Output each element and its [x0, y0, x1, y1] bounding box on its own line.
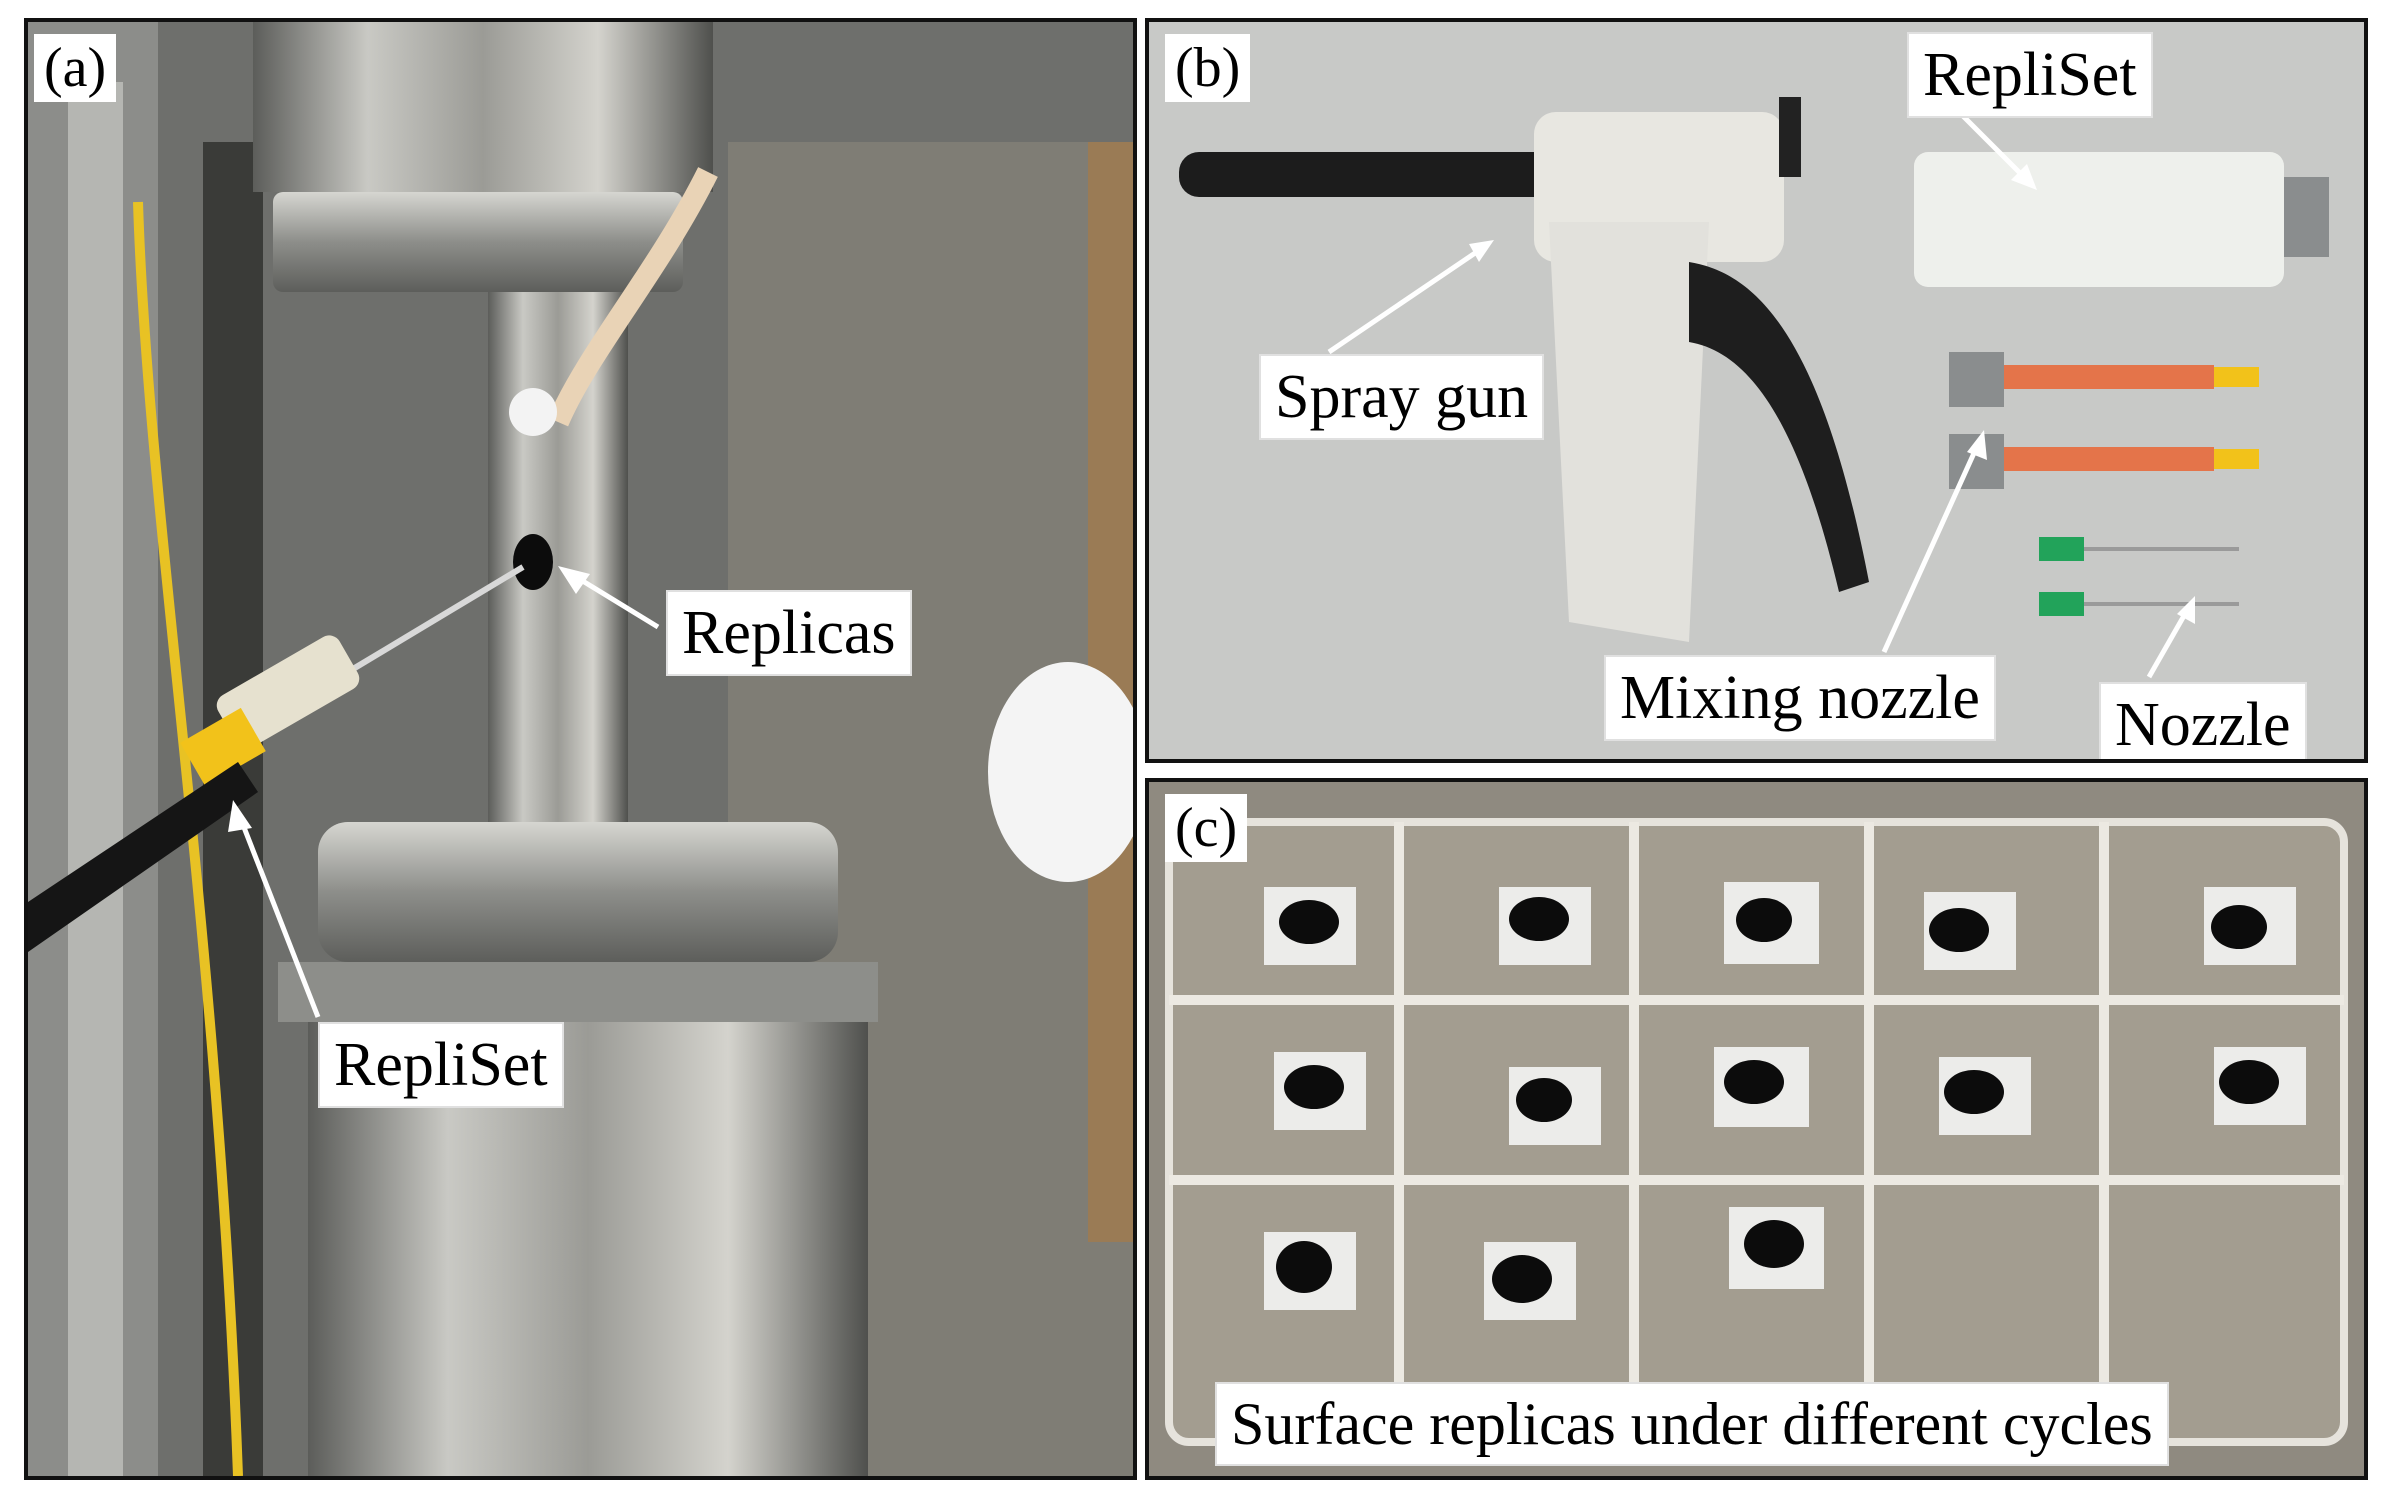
thermocouple-wire — [547, 167, 718, 427]
label-repliset: RepliSet — [318, 1022, 564, 1108]
nozzle-collar — [180, 707, 266, 787]
panel-b-tools-photo: (b) RepliSet Spray gun Mixing nozzle Noz… — [1145, 18, 2368, 763]
panel-a-photo — [28, 22, 1133, 1476]
gun-handle — [1549, 222, 1709, 642]
replica — [1509, 897, 1569, 941]
yellow-cable — [133, 201, 243, 1476]
cartridge-cap — [2284, 177, 2329, 257]
replica — [1929, 908, 1989, 952]
needle-2-hub — [2039, 592, 2084, 616]
gun-lever — [1779, 97, 1801, 177]
repliset-cartridge — [1914, 152, 2284, 287]
cotton-wrap — [509, 388, 557, 436]
replica — [1276, 1241, 1332, 1293]
replica — [1736, 898, 1792, 942]
mixing-nozzle-2-tip — [2214, 449, 2259, 469]
mixing-nozzle-1-tip — [2214, 367, 2259, 387]
panel-tag: (b) — [1165, 34, 1251, 102]
label-replicas: Replicas — [666, 590, 912, 676]
needle — [346, 564, 525, 675]
replica — [1944, 1070, 2004, 1114]
replica — [2219, 1060, 2279, 1104]
replica — [1492, 1255, 1552, 1303]
label-spray-gun: Spray gun — [1259, 354, 1545, 440]
panel-a-test-setup-photo: (a) Replicas RepliSet — [24, 18, 1137, 1480]
gun-rod — [1179, 152, 1579, 197]
panel-c-replicas-photo: (c) Surface replicas under different cyc… — [1145, 778, 2368, 1480]
replica — [1516, 1078, 1572, 1122]
replicas-row-2 — [1274, 1047, 2306, 1145]
replica — [1744, 1220, 1804, 1268]
mixing-nozzle-1-base — [1949, 352, 2004, 407]
guide-rod — [68, 82, 123, 1476]
panel-tag: (a) — [34, 34, 117, 102]
label-repliset: RepliSet — [1907, 32, 2153, 118]
label-mixing-nozzle: Mixing nozzle — [1604, 655, 1996, 741]
caption-surface-replicas: Surface replicas under different cycles — [1215, 1382, 2169, 1466]
cotton-ball — [988, 662, 1133, 882]
replica — [2211, 905, 2267, 949]
mixing-nozzle-1-body — [2004, 365, 2214, 389]
replica — [1284, 1065, 1344, 1109]
label-nozzle: Nozzle — [2099, 682, 2307, 759]
mixing-nozzle-2-base — [1949, 434, 2004, 489]
replica — [1724, 1060, 1784, 1104]
replicas-row-3 — [1264, 1207, 1824, 1320]
replica-on-specimen — [513, 534, 553, 590]
replica — [1279, 900, 1339, 944]
lower-collar — [278, 962, 878, 1022]
upper-clamp — [273, 192, 683, 292]
lower-clamp — [318, 822, 838, 962]
needle-1-hub — [2039, 537, 2084, 561]
upper-grip — [253, 22, 713, 192]
gun-trigger — [1689, 262, 1869, 592]
mixing-nozzle — [216, 635, 360, 749]
panel-tag: (c) — [1165, 794, 1248, 862]
repliset-cartridge — [28, 762, 258, 952]
mixing-nozzle-2-body — [2004, 447, 2214, 471]
panel-c-photo — [1149, 782, 2364, 1476]
replicas-row-1 — [1264, 882, 2296, 970]
